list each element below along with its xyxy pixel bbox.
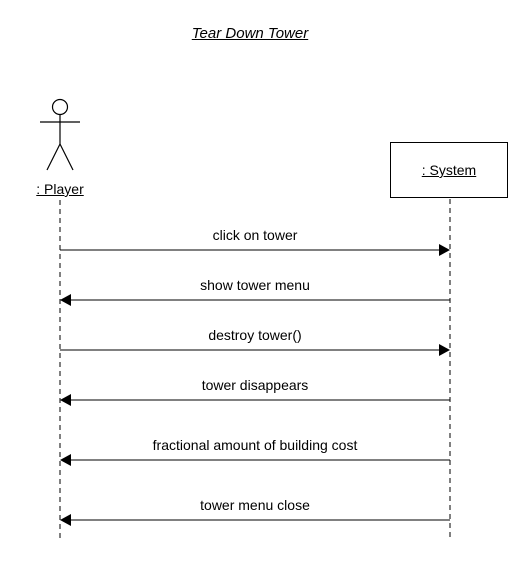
arrowhead-icon xyxy=(439,244,450,256)
message-label-show-tower-menu: show tower menu xyxy=(200,277,310,293)
message-arrow-tower-menu-close xyxy=(60,514,450,526)
arrowhead-icon xyxy=(60,514,71,526)
message-label-fractional-amount: fractional amount of building cost xyxy=(152,437,358,453)
message-label-tower-menu-close: tower menu close xyxy=(200,497,310,513)
message-label-destroy-tower: destroy tower() xyxy=(208,327,302,343)
message-arrow-tower-disappears xyxy=(60,394,450,406)
message-arrow-show-tower-menu xyxy=(60,294,450,306)
arrowhead-icon xyxy=(60,394,71,406)
arrowhead-icon xyxy=(60,294,71,306)
message-arrow-destroy-tower xyxy=(60,344,450,356)
message-arrow-click-on-tower xyxy=(60,244,450,256)
message-arrow-fractional-amount xyxy=(60,454,450,466)
diagram-title: Tear Down Tower xyxy=(191,25,309,42)
system-participant-label: : System xyxy=(421,162,477,178)
message-label-tower-disappears: tower disappears xyxy=(201,377,309,393)
player-actor-icon xyxy=(40,98,80,171)
arrowhead-icon xyxy=(60,454,71,466)
message-label-click-on-tower: click on tower xyxy=(212,227,298,243)
player-participant-label: : Player xyxy=(36,181,84,197)
arrowhead-icon xyxy=(439,344,450,356)
system-participant-box: : System xyxy=(390,142,508,198)
